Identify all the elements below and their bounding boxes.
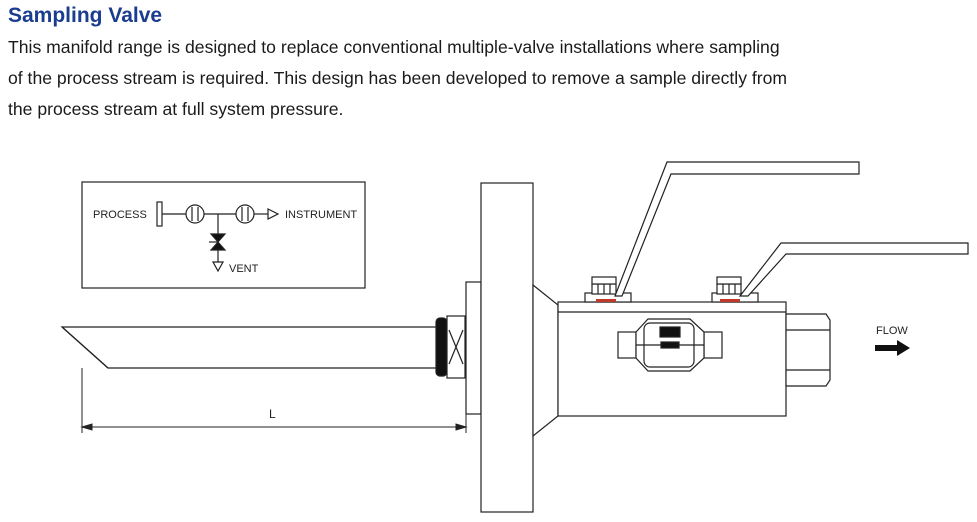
description-line: the process stream at full system pressu… xyxy=(8,99,344,119)
vent-label: VENT xyxy=(229,263,259,275)
vent-port xyxy=(617,318,723,372)
dimension-L xyxy=(80,368,468,433)
handle-lower xyxy=(738,242,969,297)
compression-fitting xyxy=(435,317,448,377)
arrow-right-icon xyxy=(267,208,280,220)
schematic-inset xyxy=(81,181,366,289)
valve-symbol-icon xyxy=(185,204,205,224)
arrow-down-icon xyxy=(211,261,225,273)
page-title: Sampling Valve xyxy=(8,4,163,27)
instrument-label: INSTRUMENT xyxy=(285,209,357,221)
length-label: L xyxy=(269,407,276,421)
seal-marker xyxy=(720,299,740,302)
description-line: This manifold range is designed to repla… xyxy=(8,37,780,57)
description-line: of the process stream is required. This … xyxy=(8,68,788,88)
process-label: PROCESS xyxy=(93,209,147,221)
vent-valve-icon xyxy=(209,233,227,251)
schematic-frame xyxy=(81,181,366,289)
flow-label: FLOW xyxy=(876,325,908,337)
description: This manifold range is designed to repla… xyxy=(8,32,908,125)
handle-upper xyxy=(614,161,860,297)
seal-marker xyxy=(596,299,616,302)
process-connector-icon xyxy=(156,201,163,227)
valve-symbol-icon xyxy=(235,204,255,224)
flow-arrow-icon xyxy=(875,340,910,356)
probe xyxy=(60,315,466,379)
outlet-fitting xyxy=(785,313,831,387)
flange xyxy=(465,182,559,513)
